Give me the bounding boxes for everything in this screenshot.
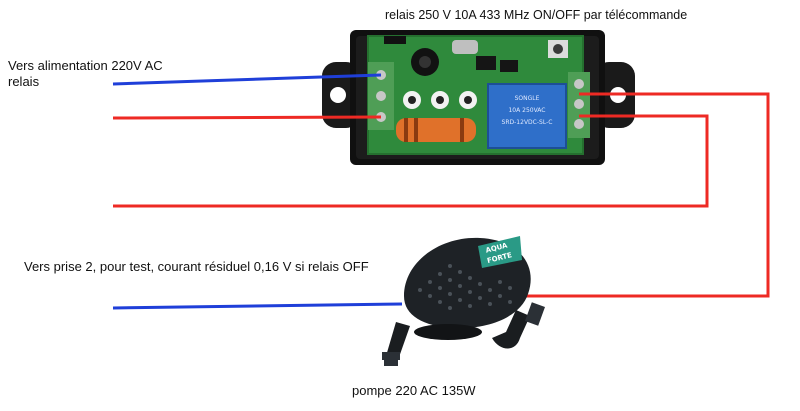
relay-title-label: relais 250 V 10A 433 MHz ON/OFF par télé… bbox=[385, 8, 687, 22]
pump-live-wire bbox=[523, 92, 770, 298]
relay-rating-text: 10A 250VAC bbox=[508, 107, 545, 114]
outlet-test-wire bbox=[113, 114, 709, 208]
relay-model-text: SRD-12VDC-SL-C bbox=[502, 119, 553, 126]
power-label-line1: Vers alimentation 220V AC bbox=[8, 58, 163, 73]
outlet-test-label: Vers prise 2, pour test, courant résidue… bbox=[24, 259, 369, 274]
power-label-line2: relais bbox=[8, 74, 40, 89]
pump-neutral-wire bbox=[112, 302, 403, 310]
relay-brand-text: SONGLE bbox=[515, 95, 540, 102]
power-neutral-wire bbox=[112, 73, 382, 86]
power-live-wire bbox=[112, 115, 382, 120]
relay-module-icon: SONGLE 10A 250VAC SRD-12VDC-SL-C bbox=[322, 30, 635, 165]
pump-caption: pompe 220 AC 135W bbox=[352, 383, 476, 398]
pump-icon: AQUA FORTE bbox=[382, 236, 545, 366]
